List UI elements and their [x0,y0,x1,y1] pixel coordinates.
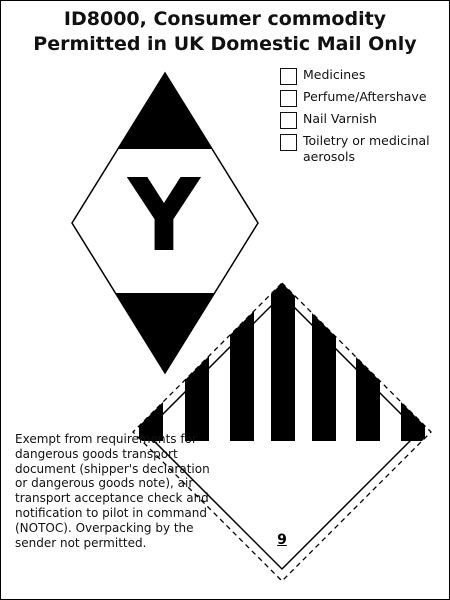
y-letter: Y [127,157,201,274]
class-9-dashed-outline [132,282,432,582]
label-header: ID8000, Consumer commodity Permitted in … [1,7,449,57]
exemption-note: Exempt from requirements for dangerous g… [15,432,210,550]
commodity-checklist: Medicines Perfume/Aftershave Nail Varnis… [280,67,445,169]
hazard-class-number: 9 [277,532,287,548]
checklist-label: Toiletry or medicinal aerosols [303,133,430,164]
stripe [312,301,336,441]
checkbox[interactable] [280,90,297,107]
stripe [271,283,295,441]
checklist-item-nail-varnish[interactable]: Nail Varnish [280,111,445,129]
class-9-inner-border [143,293,421,571]
stripe [401,381,425,441]
checkbox[interactable] [280,68,297,85]
stripe [230,301,254,441]
checklist-label: Perfume/Aftershave [303,89,427,104]
checklist-item-perfume[interactable]: Perfume/Aftershave [280,89,445,107]
header-line-2: Permitted in UK Domestic Mail Only [33,33,417,55]
stripe [356,341,380,441]
checklist-item-aerosols[interactable]: Toiletry or medicinal aerosols [280,133,445,165]
checkbox[interactable] [280,134,297,151]
checkbox[interactable] [280,112,297,129]
header-line-1: ID8000, Consumer commodity [63,8,387,30]
checklist-label: Nail Varnish [303,111,377,126]
checklist-label: Medicines [303,67,366,82]
checklist-item-medicines[interactable]: Medicines [280,67,445,85]
stripe [185,341,209,441]
